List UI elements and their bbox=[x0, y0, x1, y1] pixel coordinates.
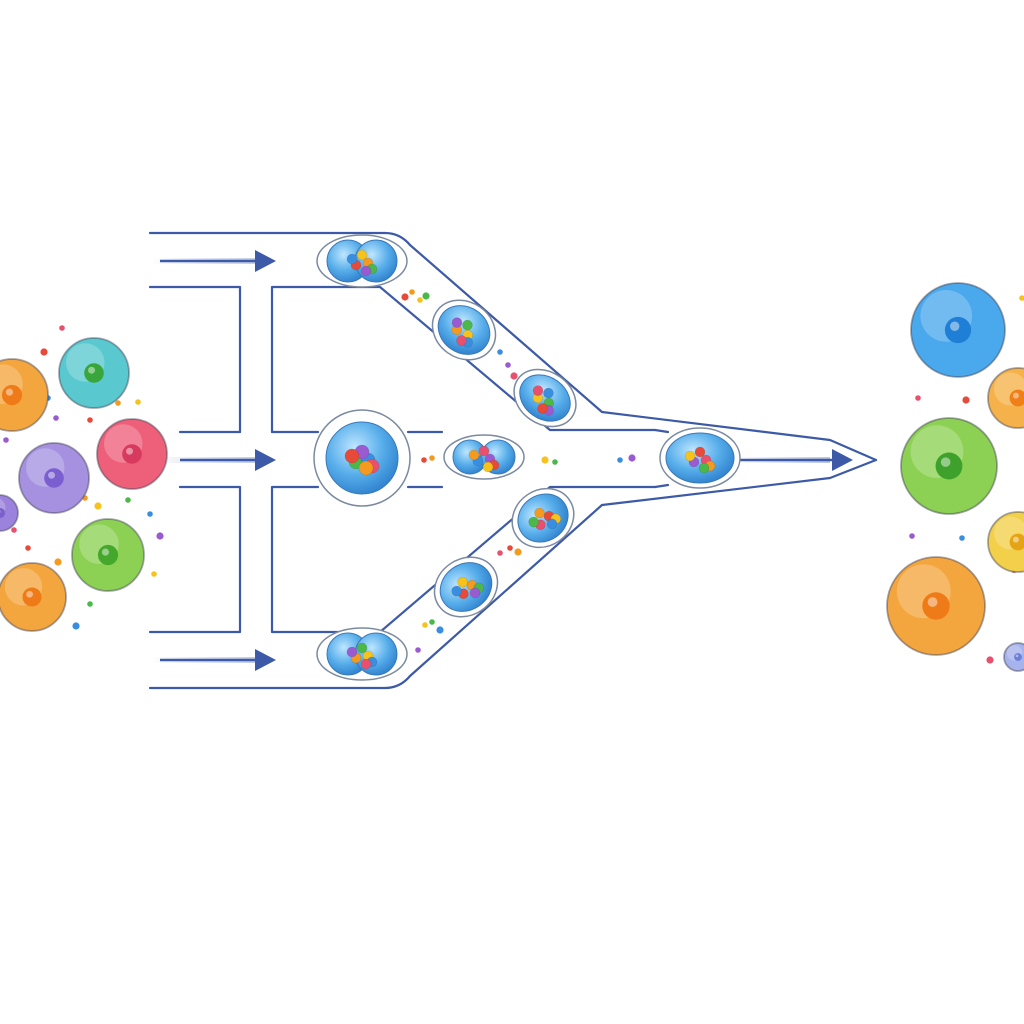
confetti-dot bbox=[87, 417, 93, 423]
arrow-top-inlet bbox=[160, 250, 276, 272]
channel-network bbox=[148, 231, 878, 690]
confetti-dot bbox=[959, 535, 965, 541]
confetti-dot bbox=[72, 622, 80, 630]
confetti-dot bbox=[3, 437, 9, 443]
confetti-dot bbox=[87, 601, 93, 607]
droplet-capsule bbox=[443, 434, 525, 480]
cell bbox=[1003, 642, 1024, 672]
droplet-capsule bbox=[316, 627, 408, 681]
confetti-dot bbox=[436, 626, 444, 634]
confetti-dot bbox=[401, 293, 409, 301]
confetti-dot bbox=[497, 349, 503, 355]
confetti-dot bbox=[507, 545, 513, 551]
confetti-dot bbox=[422, 622, 428, 628]
confetti-dot bbox=[59, 325, 65, 331]
confetti-dot bbox=[417, 297, 423, 303]
droplet-capsule bbox=[513, 368, 577, 428]
flow-arrows bbox=[160, 250, 853, 671]
confetti-particles bbox=[3, 289, 1024, 664]
channel-wall-top-outer bbox=[148, 231, 878, 462]
cell bbox=[0, 358, 49, 432]
confetti-dot bbox=[497, 550, 503, 556]
confetti-dot bbox=[53, 415, 59, 421]
channel-wall-junction-top bbox=[653, 428, 670, 434]
droplet-capsule bbox=[659, 427, 741, 489]
cell bbox=[58, 337, 130, 409]
confetti-dot bbox=[510, 372, 518, 380]
cell bbox=[900, 417, 998, 515]
confetti-dot bbox=[40, 348, 48, 356]
confetti-dot bbox=[409, 289, 415, 295]
cell bbox=[18, 442, 90, 514]
droplet-capsule bbox=[511, 487, 575, 549]
cell bbox=[886, 556, 986, 656]
droplet-capsule bbox=[313, 409, 411, 507]
cell bbox=[987, 367, 1024, 429]
cell bbox=[0, 562, 67, 632]
confetti-dot bbox=[156, 532, 164, 540]
confetti-dot bbox=[25, 545, 31, 551]
confetti-dot bbox=[909, 533, 915, 539]
confetti-dot bbox=[151, 571, 157, 577]
channel-wall-top-inner bbox=[148, 285, 242, 434]
confetti-dot bbox=[415, 647, 421, 653]
cell bbox=[987, 511, 1024, 573]
confetti-dot bbox=[54, 558, 62, 566]
confetti-dot bbox=[628, 454, 636, 462]
arrow-bottom-inlet bbox=[160, 649, 276, 671]
channel-wall-middle-lower bbox=[148, 485, 242, 634]
confetti-dot bbox=[514, 548, 522, 556]
droplet-capsule bbox=[433, 556, 499, 618]
cell bbox=[0, 494, 19, 532]
cell bbox=[96, 418, 168, 490]
channel-wall-bottom-outer bbox=[148, 458, 878, 690]
droplet-capsule bbox=[316, 234, 408, 288]
arrow-middle-inlet bbox=[180, 449, 276, 471]
confetti-dot bbox=[541, 456, 549, 464]
arrow-outlet bbox=[740, 449, 853, 471]
output-cell-cluster bbox=[886, 282, 1024, 672]
channel-wall-top-branch bbox=[270, 285, 657, 434]
confetti-dot bbox=[11, 527, 17, 533]
confetti-dot bbox=[505, 362, 511, 368]
droplet-capsule bbox=[431, 299, 497, 361]
confetti-dot bbox=[422, 292, 430, 300]
cell bbox=[71, 518, 145, 592]
confetti-dot bbox=[135, 399, 141, 405]
confetti-dot bbox=[429, 455, 435, 461]
confetti-dot bbox=[915, 395, 921, 401]
confetti-dot bbox=[1019, 295, 1024, 301]
confetti-dot bbox=[115, 400, 121, 406]
confetti-dot bbox=[94, 502, 102, 510]
confetti-dot bbox=[147, 511, 153, 517]
channel-wall-junction-bottom bbox=[653, 483, 670, 489]
confetti-dot bbox=[986, 656, 994, 664]
confetti-dot bbox=[421, 457, 427, 463]
confetti-dot bbox=[125, 497, 131, 503]
confetti-dot bbox=[617, 457, 623, 463]
channel-wall-middle-lower-r bbox=[270, 485, 657, 634]
input-cell-cluster bbox=[0, 337, 168, 632]
confetti-dot bbox=[429, 619, 435, 625]
confetti-dot bbox=[962, 396, 970, 404]
cell bbox=[910, 282, 1006, 378]
confetti-dot bbox=[552, 459, 558, 465]
droplet-capsules bbox=[313, 234, 741, 681]
